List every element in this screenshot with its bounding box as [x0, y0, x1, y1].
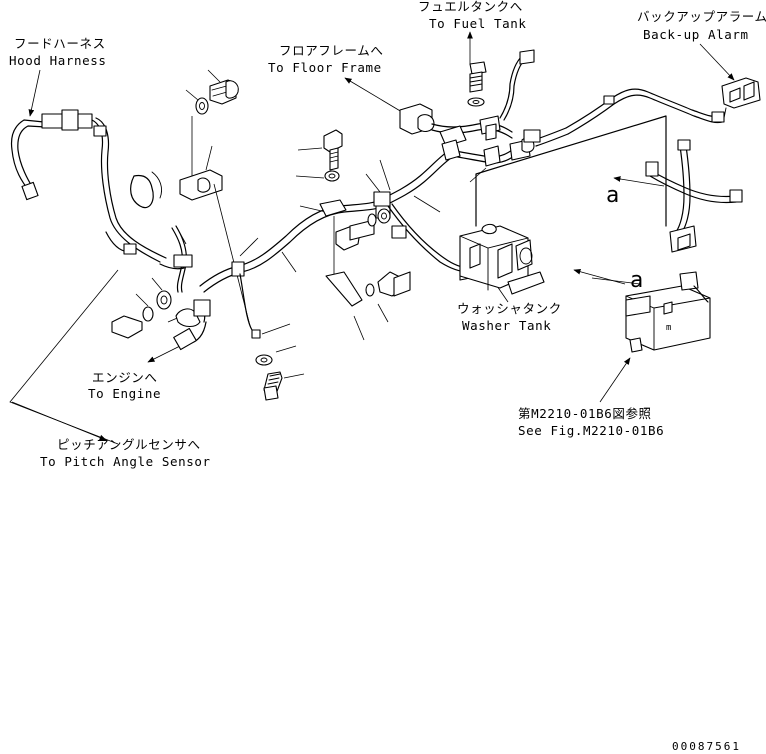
middle-fasteners: [295, 129, 411, 341]
washer-tank-label-en: Washer Tank: [462, 318, 551, 333]
see-figure-label-en: See Fig.M2210-01B6: [518, 423, 664, 438]
drawing-number: 00087561: [672, 740, 741, 753]
hood-harness-label-jp: フードハーネス: [14, 36, 106, 51]
lower-bolt: [255, 345, 305, 401]
callout-a-upper: a: [606, 183, 619, 208]
lower-left-fasteners: [111, 277, 211, 339]
see-figure-label-jp: 第M2210-01B6図参照: [518, 406, 652, 421]
callout-a-lower: a: [630, 268, 643, 293]
washer-tank: [459, 223, 545, 295]
relay-box-assembly: m: [625, 271, 711, 353]
hood-harness-label-en: Hood Harness: [9, 53, 107, 68]
detail-a-frame: [475, 115, 667, 227]
fuel-tank-label-en: To Fuel Tank: [429, 16, 527, 31]
engine-label-jp: エンジンへ: [92, 370, 158, 385]
relay-box-mark: m: [666, 323, 672, 333]
engine-label-en: To Engine: [88, 386, 161, 401]
pitch-sensor-label-jp: ピッチアングルセンサへ: [57, 437, 201, 452]
floor-frame-label-jp: フロアフレームへ: [279, 43, 383, 58]
backup-alarm-wire: [565, 77, 761, 135]
upper-bracket-and-bolt: [179, 69, 251, 327]
engine-connector: [173, 321, 207, 351]
backup-alarm-label-en: Back-up Alarm: [643, 27, 749, 42]
backup-alarm-label-jp: バックアップアラーム: [637, 9, 766, 24]
fuel-floor-connectors: [399, 49, 569, 183]
washer-tank-label-jp: ウォッシャタンク: [457, 301, 562, 316]
fuel-tank-label-jp: フュエルタンクへ: [418, 0, 523, 14]
right-side-harness: [645, 139, 743, 253]
hood-harness: [10, 109, 193, 293]
floor-frame-label-en: To Floor Frame: [268, 60, 382, 75]
pitch-sensor-label-en: To Pitch Angle Sensor: [40, 454, 211, 469]
